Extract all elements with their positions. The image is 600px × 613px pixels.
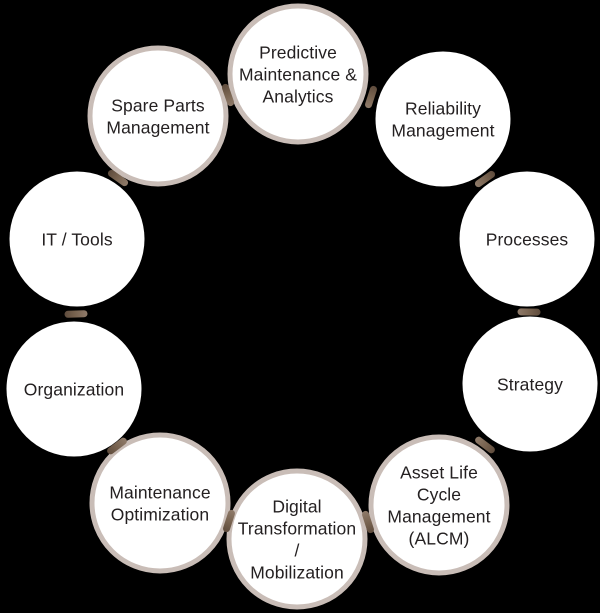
node-label: Reliability Management [391,98,495,140]
node-it-tools: IT / Tools [9,171,145,307]
node-label: Spare Parts Management [106,95,210,137]
connector-link [517,308,541,316]
node-asset-life-cycle-management: Asset Life Cycle Management (ALCM) [368,434,510,576]
node-organization: Organization [6,321,142,457]
node-label: Digital Transformation / Mobilization [237,496,357,582]
node-spare-parts-management: Spare Parts Management [87,45,229,187]
connector-link [64,310,88,318]
node-label: Strategy [497,374,563,394]
node-label: Organization [23,379,125,399]
node-label: Asset Life Cycle Management (ALCM) [387,462,491,548]
node-label: Predictive Maintenance & Analytics [238,42,358,106]
node-reliability-management: Reliability Management [375,51,511,187]
node-label: IT / Tools [41,229,113,249]
node-label: Processes [485,229,569,249]
node-label: Maintenance Optimization [109,482,211,524]
node-predictive-maintenance-analytics: Predictive Maintenance & Analytics [227,3,369,145]
node-digital-transformation-mobilization: Digital Transformation / Mobilization [226,468,368,610]
node-processes: Processes [459,171,595,307]
node-strategy: Strategy [462,316,598,452]
node-maintenance-optimization: Maintenance Optimization [89,432,231,574]
